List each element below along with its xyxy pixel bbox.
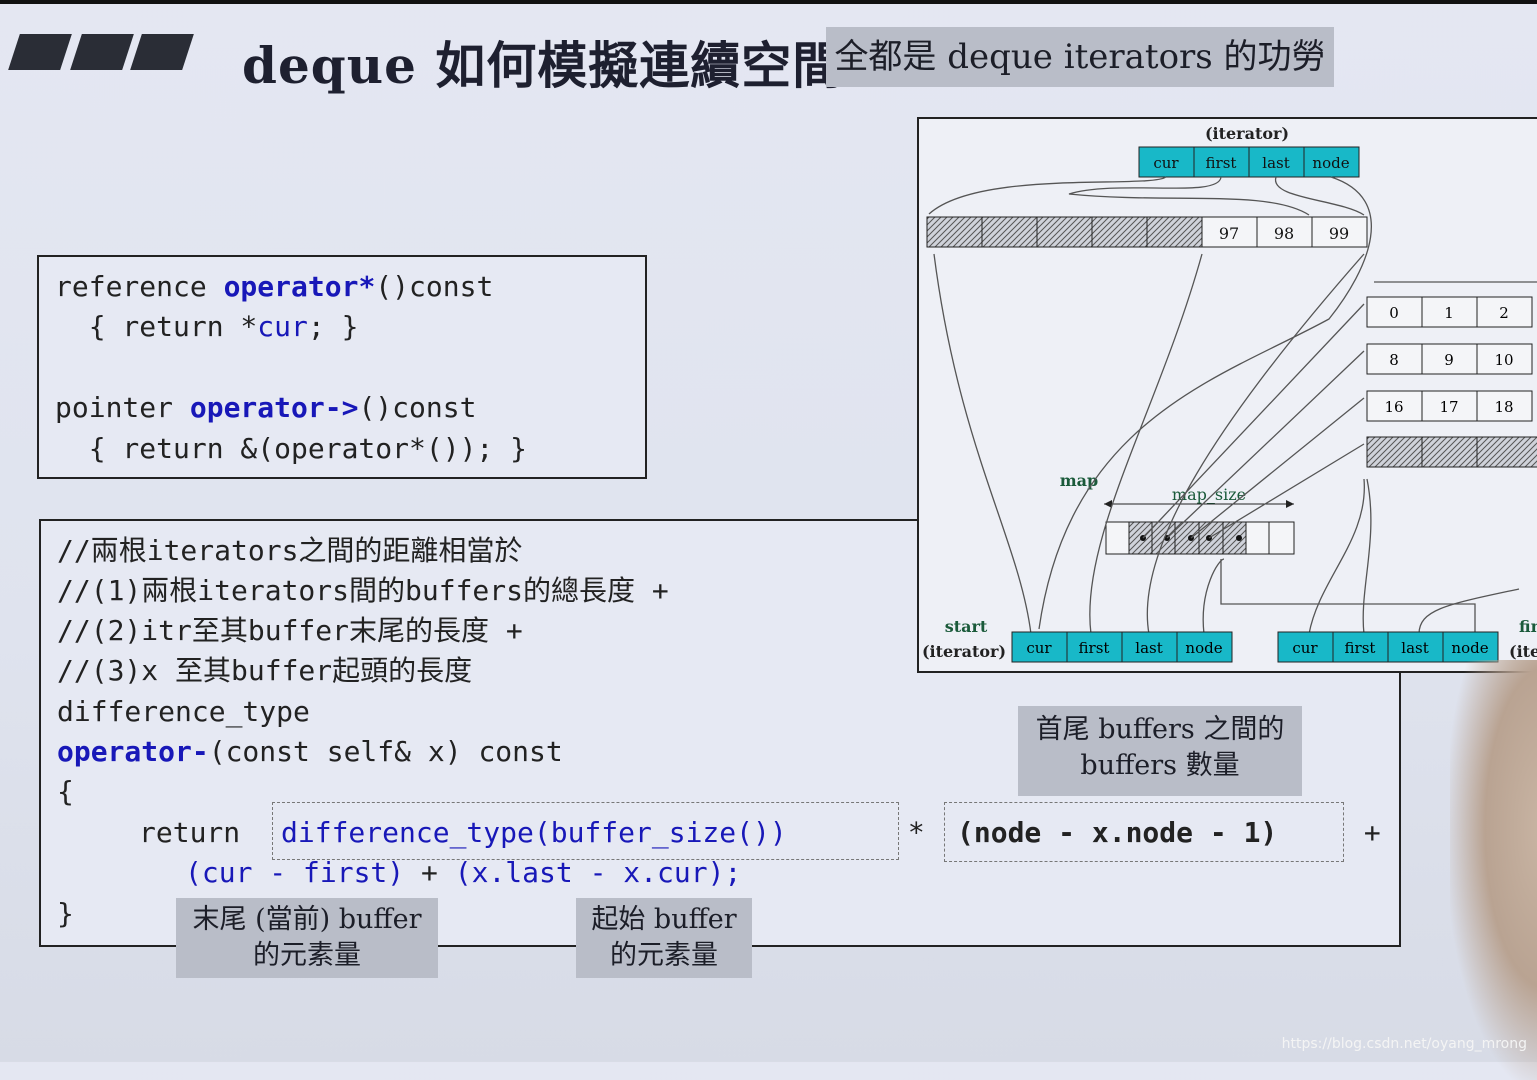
title-decoration-block: [130, 34, 194, 70]
code-expression: (cur - first): [185, 856, 405, 889]
code-line: { return &(operator*()); }: [55, 432, 528, 465]
start-iterator: cur first last node: [1011, 631, 1233, 663]
map-array: [1105, 521, 1295, 555]
note-line: 首尾 buffers 之間的: [1035, 714, 1285, 745]
start-label: start: [945, 617, 988, 636]
cell-value: 10: [1494, 351, 1513, 369]
cell-value: 2: [1499, 304, 1509, 322]
iter-field-label: node: [1312, 154, 1349, 172]
cell-value: 18: [1494, 398, 1513, 416]
iter-field-label: first: [1079, 639, 1110, 657]
iter-field-label: first: [1206, 154, 1237, 172]
code-expression: (x.last - x.cur);: [454, 856, 742, 889]
iter-cell: [1248, 146, 1305, 178]
cell-value: 0: [1389, 304, 1399, 322]
buffer-size-highlight: [272, 802, 899, 860]
map-size-label: map_size: [1172, 485, 1246, 504]
iterator-label: (iterator): [1205, 124, 1289, 143]
code-keyword: operator-: [57, 735, 209, 768]
note-line: buffers 數量: [1080, 750, 1240, 781]
code-expression: (node - x.node - 1): [957, 816, 1278, 849]
note-line: 的元素量: [253, 940, 361, 971]
iter-cell: [1303, 146, 1360, 178]
code-line: operator-(const self& x) const: [57, 732, 563, 772]
title-decoration-block: [8, 34, 72, 70]
cell-value: 16: [1384, 398, 1403, 416]
buffer-cell: [1201, 216, 1258, 248]
iter-field-label: node: [1451, 639, 1488, 657]
deque-diagram: (iterator) cur first last node 97 98 99 …: [917, 117, 1537, 673]
iter-field-label: cur: [1153, 154, 1179, 172]
code-token: (const self& x) const: [208, 735, 563, 768]
code-line: difference_type(buffer_size()): [281, 813, 787, 853]
iter-field-label: first: [1345, 639, 1376, 657]
code-operator: +: [404, 856, 455, 889]
code-token: ; }: [307, 310, 359, 343]
right-buffers: 0 1 2 8 9 10 16 17 18: [1366, 296, 1537, 468]
finish-sublabel: (iter: [1509, 642, 1537, 661]
finish-iterator: cur first last node: [1277, 631, 1499, 663]
code-line: }: [57, 897, 74, 930]
slide-title: deque 如何模擬連續空間: [242, 36, 844, 95]
cell-value: 9: [1444, 351, 1454, 369]
code-line: { return *cur; }: [55, 307, 359, 347]
used-cells: [926, 216, 1203, 248]
buffer-cell: [1311, 216, 1368, 248]
code-operator: +: [1347, 816, 1381, 849]
code-keyword: operator->: [189, 391, 359, 424]
end-buffer-note: 末尾 (當前) buffer 的元素量: [176, 898, 438, 978]
cell-value: 8: [1389, 351, 1399, 369]
title-decoration-block: [70, 34, 134, 70]
node-diff-highlight: [944, 802, 1344, 862]
code-token: ()const: [358, 391, 477, 424]
cell-value: 99: [1329, 224, 1349, 243]
code-variable: cur: [257, 310, 308, 343]
finish-label: fin: [1519, 617, 1537, 636]
code-comment: //兩根iterators之間的距離相當於: [57, 534, 523, 567]
iter-field-label: last: [1135, 639, 1162, 657]
code-comment: //(3)x 至其buffer起頭的長度: [57, 654, 473, 687]
iter-field-label: last: [1401, 639, 1428, 657]
pointer-curves: [928, 176, 1537, 635]
iter-field-label: cur: [1292, 639, 1318, 657]
buffer-cell: [1256, 216, 1313, 248]
presenter-silhouette: [1450, 660, 1537, 1080]
buffers-count-note: 首尾 buffers 之間的 buffers 數量: [1018, 706, 1302, 796]
cell-value: 1: [1444, 304, 1454, 322]
code-token: pointer: [55, 391, 190, 424]
code-line: pointer operator->()const: [55, 388, 476, 428]
code-expression: difference_type(buffer_size()): [281, 816, 787, 849]
code-operator: *: [891, 816, 942, 849]
iter-field-label: cur: [1026, 639, 1052, 657]
code-line: reference operator*()const: [55, 267, 493, 307]
top-border: [0, 0, 1537, 4]
cell-value: 97: [1219, 224, 1239, 243]
top-buffer: 97 98 99: [926, 216, 1368, 248]
slide-tag: 全都是 deque iterators 的功勞: [826, 27, 1334, 87]
note-line: 的元素量: [610, 940, 718, 971]
iter-field-label: last: [1262, 154, 1289, 172]
code-token: ()const: [375, 270, 494, 303]
note-line: 末尾 (當前) buffer: [192, 904, 422, 935]
iter-cell: [1193, 146, 1250, 178]
cell-value: 17: [1439, 398, 1458, 416]
code-line: {: [57, 775, 74, 808]
watermark: https://blog.csdn.net/oyang_mrong: [1281, 1036, 1527, 1052]
iter-field-label: node: [1185, 639, 1222, 657]
code-keyword: operator*: [223, 270, 376, 303]
start-buffer-note: 起始 buffer 的元素量: [576, 898, 752, 978]
map-label: map: [1060, 471, 1098, 490]
code-token: { return *: [55, 310, 258, 343]
code-line: return: [139, 816, 258, 849]
note-line: 起始 buffer: [591, 904, 737, 935]
code-token: reference: [55, 270, 224, 303]
code-comment: //(2)itr至其buffer末尾的長度 +: [57, 614, 523, 647]
code-line: difference_type: [57, 695, 310, 728]
cell-value: 98: [1274, 224, 1294, 243]
top-iterator: cur first last node: [1138, 146, 1360, 178]
code-line: (cur - first) + (x.last - x.cur);: [185, 853, 741, 893]
operator-code-box: reference operator*()const { return *cur…: [37, 255, 647, 479]
start-sublabel: (iterator): [922, 642, 1006, 661]
code-comment: //(1)兩根iterators間的buffers的總長度 +: [57, 574, 669, 607]
